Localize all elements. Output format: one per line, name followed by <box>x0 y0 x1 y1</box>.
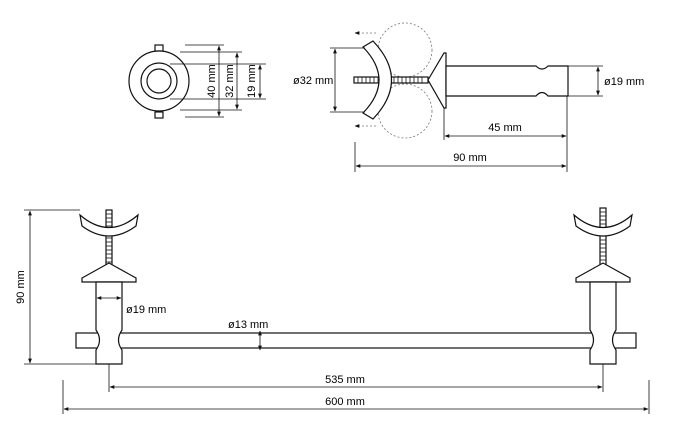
curved-cup <box>362 40 393 120</box>
dim-label-inner-span: 535 mm <box>325 374 365 386</box>
dim-label-height: 90 mm <box>15 270 27 304</box>
left-bracket <box>79 209 139 365</box>
end-view-inner-circle <box>146 68 172 94</box>
dim-label-outer: 40 mm <box>206 64 218 98</box>
towel-bar <box>75 332 637 349</box>
dim-label-total-depth: 90 mm <box>453 152 487 164</box>
right-bracket <box>573 207 633 365</box>
side-view: ø32 mm ø19 mm 45 mm 90 mm <box>293 22 644 172</box>
dim-label-inner: 19 mm <box>246 64 258 98</box>
left-cup <box>79 213 139 237</box>
right-cup <box>573 213 633 237</box>
end-view-tab-bottom <box>154 111 164 119</box>
end-view-tab-top <box>154 44 164 52</box>
cone-flange <box>427 52 447 109</box>
right-post <box>589 281 617 365</box>
front-view: 90 mm ø19 mm ø13 mm 535 mm 600 mm <box>15 207 650 414</box>
dim-label-bar: ø13 mm <box>228 319 268 331</box>
dim-label-post: ø19 mm <box>126 304 166 316</box>
right-flange <box>575 262 631 283</box>
tube-body <box>445 65 569 97</box>
dim-label-total-length: 600 mm <box>325 396 365 408</box>
dim-label-tube-length: 45 mm <box>488 122 522 134</box>
end-view: 40 mm 32 mm 19 mm <box>128 44 266 119</box>
end-view-middle-circle <box>140 62 178 100</box>
left-post <box>95 281 123 365</box>
left-flange <box>81 262 137 283</box>
end-view-outer-circle <box>128 50 190 112</box>
dim-label-tube: ø19 mm <box>604 76 644 88</box>
dim-label-middle: 32 mm <box>224 64 236 98</box>
dim-label-cup: ø32 mm <box>293 75 333 87</box>
